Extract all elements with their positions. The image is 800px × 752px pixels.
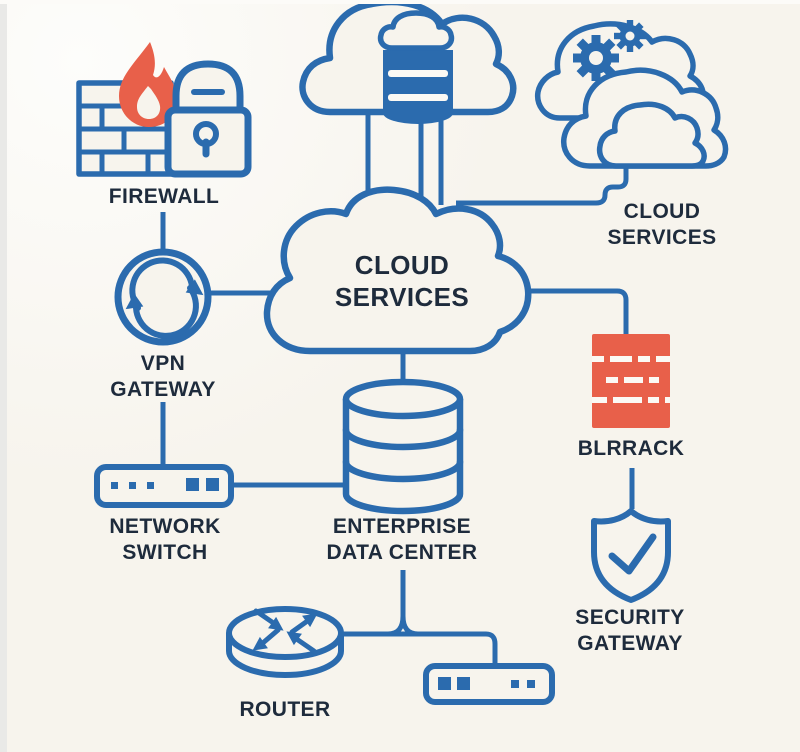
label-router: ROUTER <box>239 698 331 721</box>
router-icon <box>226 606 344 678</box>
padlock-icon <box>164 60 252 178</box>
label-network-switch: NETWORK SWITCH <box>109 515 221 565</box>
sync-arrows-icon <box>114 248 212 346</box>
page-edge-top <box>0 0 800 4</box>
switch-ports <box>438 677 535 690</box>
database-cloud-head <box>377 10 455 51</box>
database-body <box>383 50 453 124</box>
edge-cloud-rightcloud <box>456 160 629 206</box>
switch-ports <box>111 478 219 491</box>
database-stripe <box>388 94 448 101</box>
shield-check-icon <box>591 508 671 603</box>
database-icon <box>342 378 464 515</box>
flame-icon <box>119 42 178 127</box>
label-blrrack: BLRRACK <box>577 437 685 460</box>
edge-router-edgeswitch <box>340 631 498 670</box>
label-cloud-services-right: CLOUD SERVICES <box>607 200 717 250</box>
server-rack-icon <box>592 334 670 428</box>
gear-small-icon <box>614 20 646 52</box>
cloud-services-main-icon <box>263 186 532 355</box>
edge-cloud-blrrack <box>528 288 629 336</box>
gear-icon <box>573 35 619 81</box>
cloud-outline <box>263 186 532 355</box>
label-firewall: FIREWALL <box>108 185 220 208</box>
rack-slots <box>592 356 670 403</box>
router-arrows <box>252 608 318 654</box>
firewall-icon <box>76 42 252 178</box>
label-cloud-services-main: CLOUD SERVICES <box>334 250 470 312</box>
label-enterprise-data-center: ENTERPRISE DATA CENTER <box>326 515 478 565</box>
database-stripe <box>388 70 448 77</box>
edge-switch-icon <box>423 663 555 705</box>
network-switch-icon <box>94 464 234 508</box>
label-security-gateway: SECURITY GATEWAY <box>575 606 685 656</box>
clouds-gears-icon <box>534 20 729 169</box>
junction-fillets <box>387 615 419 637</box>
cloud-database-icon <box>299 0 517 124</box>
label-vpn-gateway: VPN GATEWAY <box>110 352 216 402</box>
edge-clouddb-cloud <box>418 118 444 205</box>
page-edge-left <box>0 0 7 752</box>
cloud-outline-front <box>596 101 707 169</box>
